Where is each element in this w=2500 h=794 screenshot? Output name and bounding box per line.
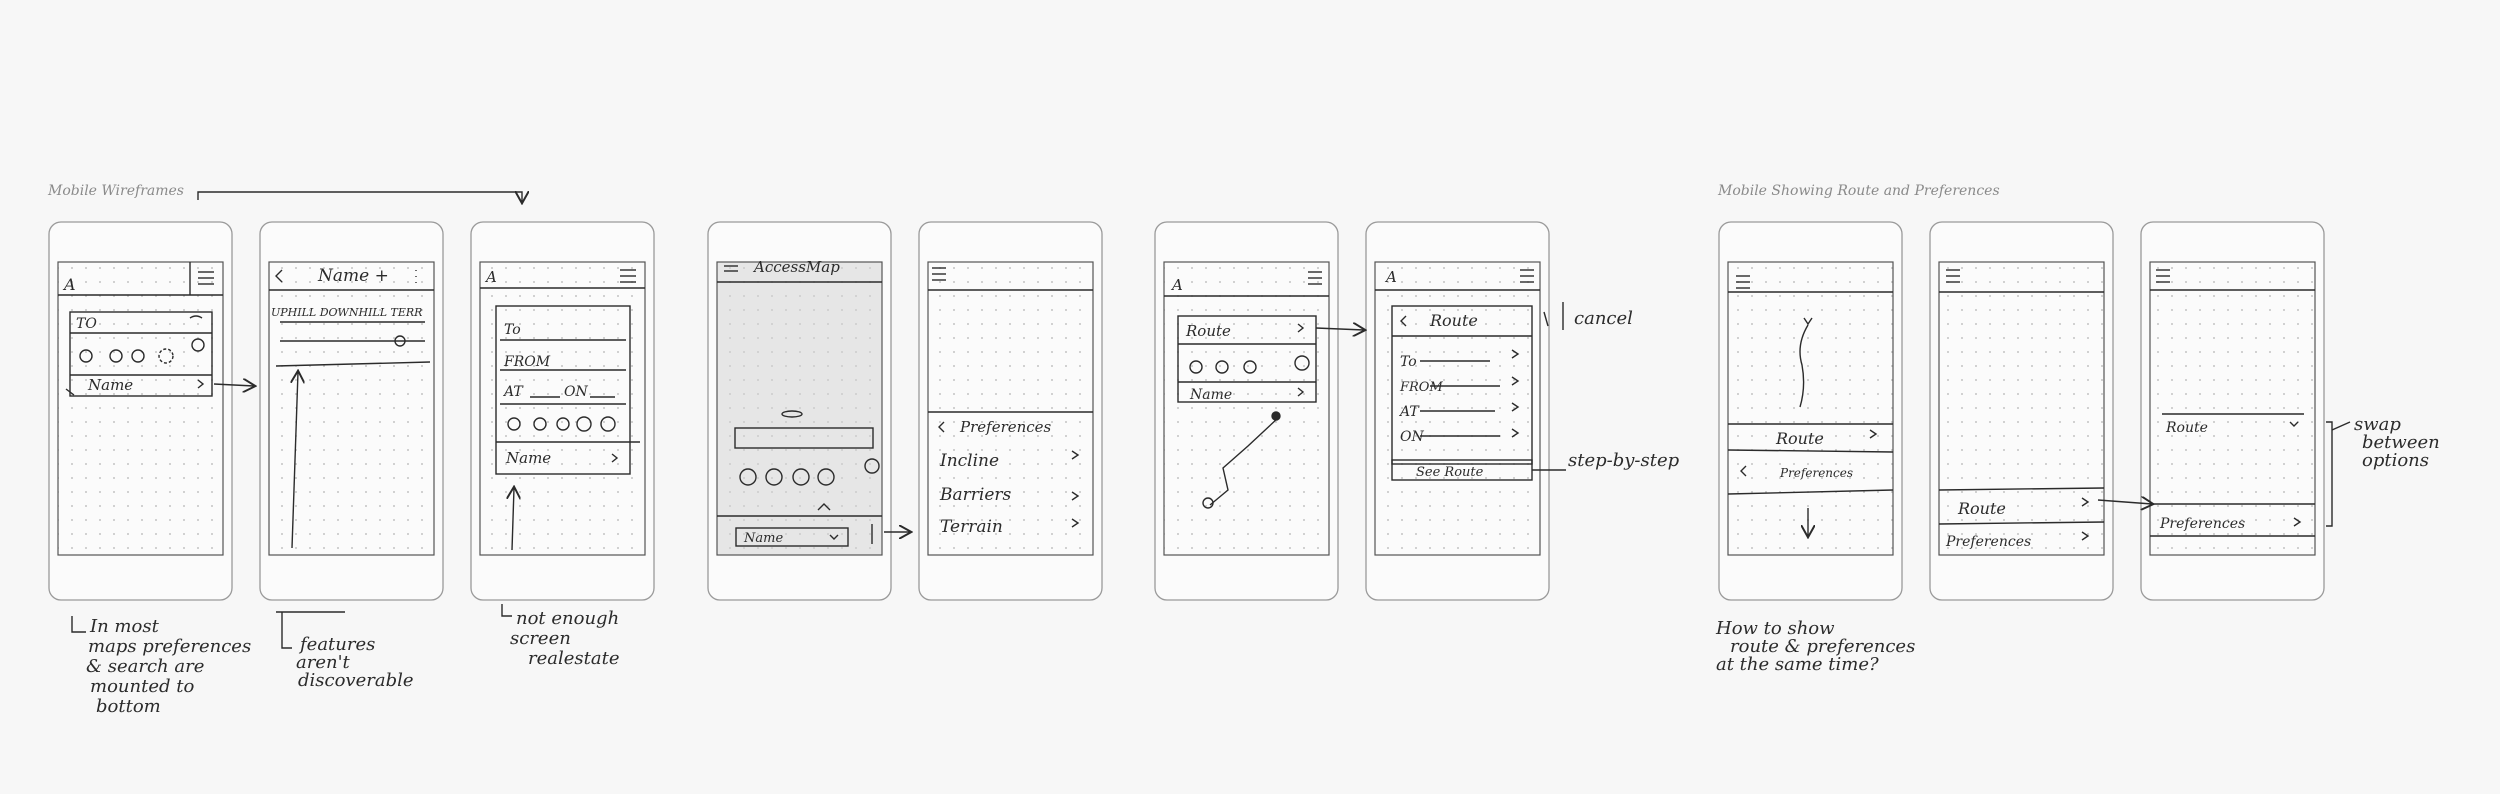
screen9-preferences[interactable]: Preferences	[1945, 534, 2031, 550]
chevron-down-icon	[829, 534, 839, 540]
screen2-title: Name +	[317, 266, 389, 286]
screen3-on[interactable]: ON	[564, 384, 588, 400]
screen-10	[2150, 269, 2351, 537]
screen5-incline[interactable]: Incline	[939, 451, 999, 471]
screen6-route[interactable]: Route	[1185, 322, 1231, 340]
screen-8	[1727, 275, 1894, 536]
search-card	[69, 311, 213, 397]
screen7-to[interactable]: To	[1400, 354, 1417, 370]
note-step-by-step: step-by-step	[1568, 450, 1680, 471]
screen7-from[interactable]: FROM	[1399, 380, 1443, 395]
screen1-logo: A	[62, 275, 76, 294]
screen-1	[58, 262, 223, 397]
mode-icons	[507, 416, 616, 432]
screen-4	[717, 265, 910, 547]
screen7-on[interactable]: ON	[1400, 429, 1424, 445]
screen-area-7	[1374, 261, 1541, 556]
menu-icon	[1736, 275, 1750, 289]
screen1-to-label: TO	[76, 316, 97, 332]
note-swap-options: swap between options	[2354, 414, 2445, 471]
note-screen-realestate: not enough screen realestate	[510, 608, 625, 669]
screen4-name[interactable]: Name	[743, 531, 783, 546]
menu-icon	[1946, 269, 1960, 283]
back-icon	[1400, 315, 1407, 327]
screen-area-6	[1163, 261, 1330, 556]
screen10-preferences[interactable]: Preferences	[2159, 516, 2245, 532]
screen8-route[interactable]: Route	[1775, 429, 1824, 448]
screen-area-8	[1727, 261, 1894, 556]
route-form-card	[495, 305, 631, 475]
flow-arrows	[197, 192, 522, 386]
screen7-see-route[interactable]: See Route	[1416, 465, 1484, 480]
screen-area-10	[2149, 261, 2316, 556]
route-path	[1799, 324, 1809, 408]
screen9-route[interactable]: Route	[1957, 499, 2006, 518]
screen6-name[interactable]: Name	[1189, 387, 1232, 403]
screen-area-9	[1938, 261, 2105, 556]
screen-area-3	[479, 261, 646, 556]
route-path	[1209, 417, 1279, 506]
screen10-route[interactable]: Route	[2165, 420, 2208, 436]
screen5-terrain[interactable]: Terrain	[940, 517, 1003, 537]
screen-5	[928, 267, 1093, 528]
screen1-name-field[interactable]: Name	[87, 376, 133, 394]
section-title-mobile-wireframes: Mobile Wireframes	[48, 183, 184, 199]
screen-3	[480, 269, 645, 551]
screen7-at[interactable]: AT	[1398, 404, 1420, 420]
screen7-logo: A	[1384, 268, 1397, 286]
menu-icon	[932, 267, 946, 281]
section-title-route-preferences: Mobile Showing Route and Preferences	[1718, 183, 2000, 199]
screen2-filter-tabs[interactable]: UPHILL DOWNHILL TERR	[271, 306, 422, 319]
note-cancel: cancel	[1574, 308, 1633, 329]
slider-thumb	[394, 335, 406, 347]
mode-icons	[1189, 355, 1310, 374]
screen-9	[1938, 269, 2152, 541]
screen-2	[269, 269, 434, 549]
note-features-discoverable: features aren't discoverable	[296, 634, 414, 691]
menu-icon	[620, 269, 636, 283]
name-dropdown	[735, 527, 849, 547]
back-icon	[1740, 465, 1747, 477]
menu-icon	[1520, 269, 1534, 283]
screen4-app-name: AccessMap	[752, 258, 840, 276]
chevron-down-icon	[2289, 421, 2299, 427]
screen3-to[interactable]: To	[504, 322, 521, 338]
menu-icon	[724, 265, 738, 272]
screen3-name[interactable]: Name	[505, 449, 551, 467]
screen-area-5	[927, 261, 1094, 556]
mode-icons	[79, 338, 205, 364]
route-card	[1177, 315, 1317, 403]
note-route-preferences-question: How to show route & preferences at the s…	[1715, 618, 1921, 675]
screen-area-1	[57, 261, 224, 556]
screen3-from[interactable]: FROM	[503, 354, 551, 370]
screen-7	[1375, 269, 1566, 481]
screen5-preferences: Preferences	[959, 418, 1052, 436]
screen7-route: Route	[1429, 311, 1478, 330]
screen6-logo: A	[1170, 276, 1183, 294]
menu-icon	[1308, 271, 1322, 285]
screen-6	[1164, 271, 1364, 509]
menu-icon	[2156, 269, 2170, 283]
route-form-card	[1391, 305, 1533, 465]
note-maps-preferences: In most maps preferences & search are mo…	[86, 616, 257, 717]
screen3-logo: A	[484, 268, 497, 286]
mode-icons	[739, 458, 880, 486]
screen8-preferences[interactable]: Preferences	[1779, 466, 1853, 480]
screen5-barriers[interactable]: Barriers	[939, 485, 1012, 505]
back-icon	[275, 269, 283, 283]
back-icon	[938, 421, 945, 433]
screen3-at[interactable]: AT	[502, 384, 524, 400]
menu-icon	[198, 271, 214, 285]
